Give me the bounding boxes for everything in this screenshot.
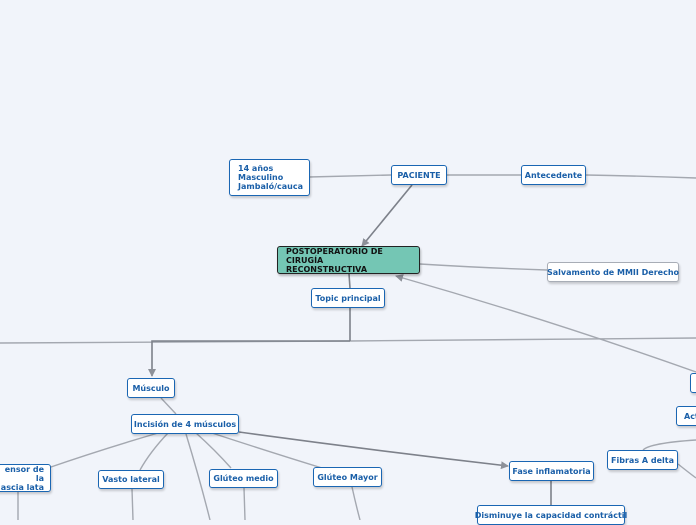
incision-node[interactable]: Incisión de 4 músculos: [131, 414, 239, 434]
right-edge-node[interactable]: [690, 373, 696, 393]
disminuye-label: Disminuye la capacidad contráctil: [474, 510, 628, 520]
antecedente-label: Antecedente: [524, 170, 583, 180]
central-topic-label: POSTOPERATORIO DE CIRUGÍA RECONSTRUCTIVA: [286, 246, 383, 274]
edge-incision-gluteomedio: [195, 432, 232, 469]
edge-paciente-info: [308, 174, 392, 178]
act-node[interactable]: Act: [676, 406, 696, 426]
topic-principal-label: Topic principal: [315, 293, 381, 303]
edge-gluteomayor-down: [351, 486, 361, 520]
edge-fibras-down: [677, 463, 696, 479]
salvamento-label: Salvamento de MMII Derecho: [546, 267, 680, 277]
musculo-label: Músculo: [132, 383, 170, 393]
incision-label: Incisión de 4 músculos: [133, 419, 237, 429]
paciente-info-label: 14 años Masculino Jambaló/cauca: [238, 164, 303, 191]
salvamento-node[interactable]: Salvamento de MMII Derecho: [547, 262, 679, 282]
edge-incision-gluteomayor: [211, 432, 323, 469]
antecedente-node[interactable]: Antecedente: [521, 165, 586, 185]
paciente-node[interactable]: PACIENTE: [391, 165, 447, 185]
disminuye-node[interactable]: Disminuye la capacidad contráctil: [474, 505, 628, 525]
topic-principal-node[interactable]: Topic principal: [311, 288, 385, 308]
edge-incision-down: [185, 433, 211, 520]
edge-paciente-central: [361, 184, 413, 247]
edge-incision-tensor: [47, 432, 159, 469]
edge-incision-fase: [238, 431, 509, 470]
musculo-node[interactable]: Músculo: [127, 378, 175, 398]
fibras-a-delta-label: Fibras A delta: [611, 455, 674, 465]
gluteo-medio-label: Glúteo medio: [213, 474, 274, 483]
vasto-lateral-label: Vasto lateral: [102, 475, 160, 484]
edge-central-trunk: [348, 273, 351, 289]
gluteo-medio-node[interactable]: Glúteo medio: [209, 469, 278, 488]
edge-gluteomedio-down: [243, 487, 246, 520]
edge-vasto-down: [131, 488, 134, 520]
tensor-fascia-lata-label: ensor de la ascia lata: [0, 464, 44, 492]
fase-inflamatoria-label: Fase inflamatoria: [512, 466, 591, 476]
edge-right-to-central: [395, 274, 696, 373]
edge-bus-musculo: [148, 340, 350, 377]
edge-fibras-up: [642, 439, 696, 451]
paciente-info-node[interactable]: 14 años Masculino Jambaló/cauca: [229, 159, 310, 196]
gluteo-mayor-node[interactable]: Glúteo Mayor: [313, 467, 382, 487]
tensor-fascia-lata-node[interactable]: ensor de la ascia lata: [0, 464, 51, 492]
edge-bus-right: [349, 337, 696, 342]
central-topic-node[interactable]: POSTOPERATORIO DE CIRUGÍA RECONSTRUCTIVA: [277, 246, 420, 274]
edge-incision-vasto: [139, 432, 169, 471]
edge-central-salvamento: [419, 263, 548, 271]
gluteo-mayor-label: Glúteo Mayor: [317, 472, 378, 482]
edge-musculo-incision: [160, 397, 177, 415]
edge-antecedente-right: [585, 174, 696, 179]
paciente-label: PACIENTE: [397, 170, 441, 180]
vasto-lateral-node[interactable]: Vasto lateral: [98, 470, 164, 489]
fibras-a-delta-node[interactable]: Fibras A delta: [607, 450, 678, 470]
fase-inflamatoria-node[interactable]: Fase inflamatoria: [509, 461, 594, 481]
act-label: Act: [684, 411, 696, 421]
